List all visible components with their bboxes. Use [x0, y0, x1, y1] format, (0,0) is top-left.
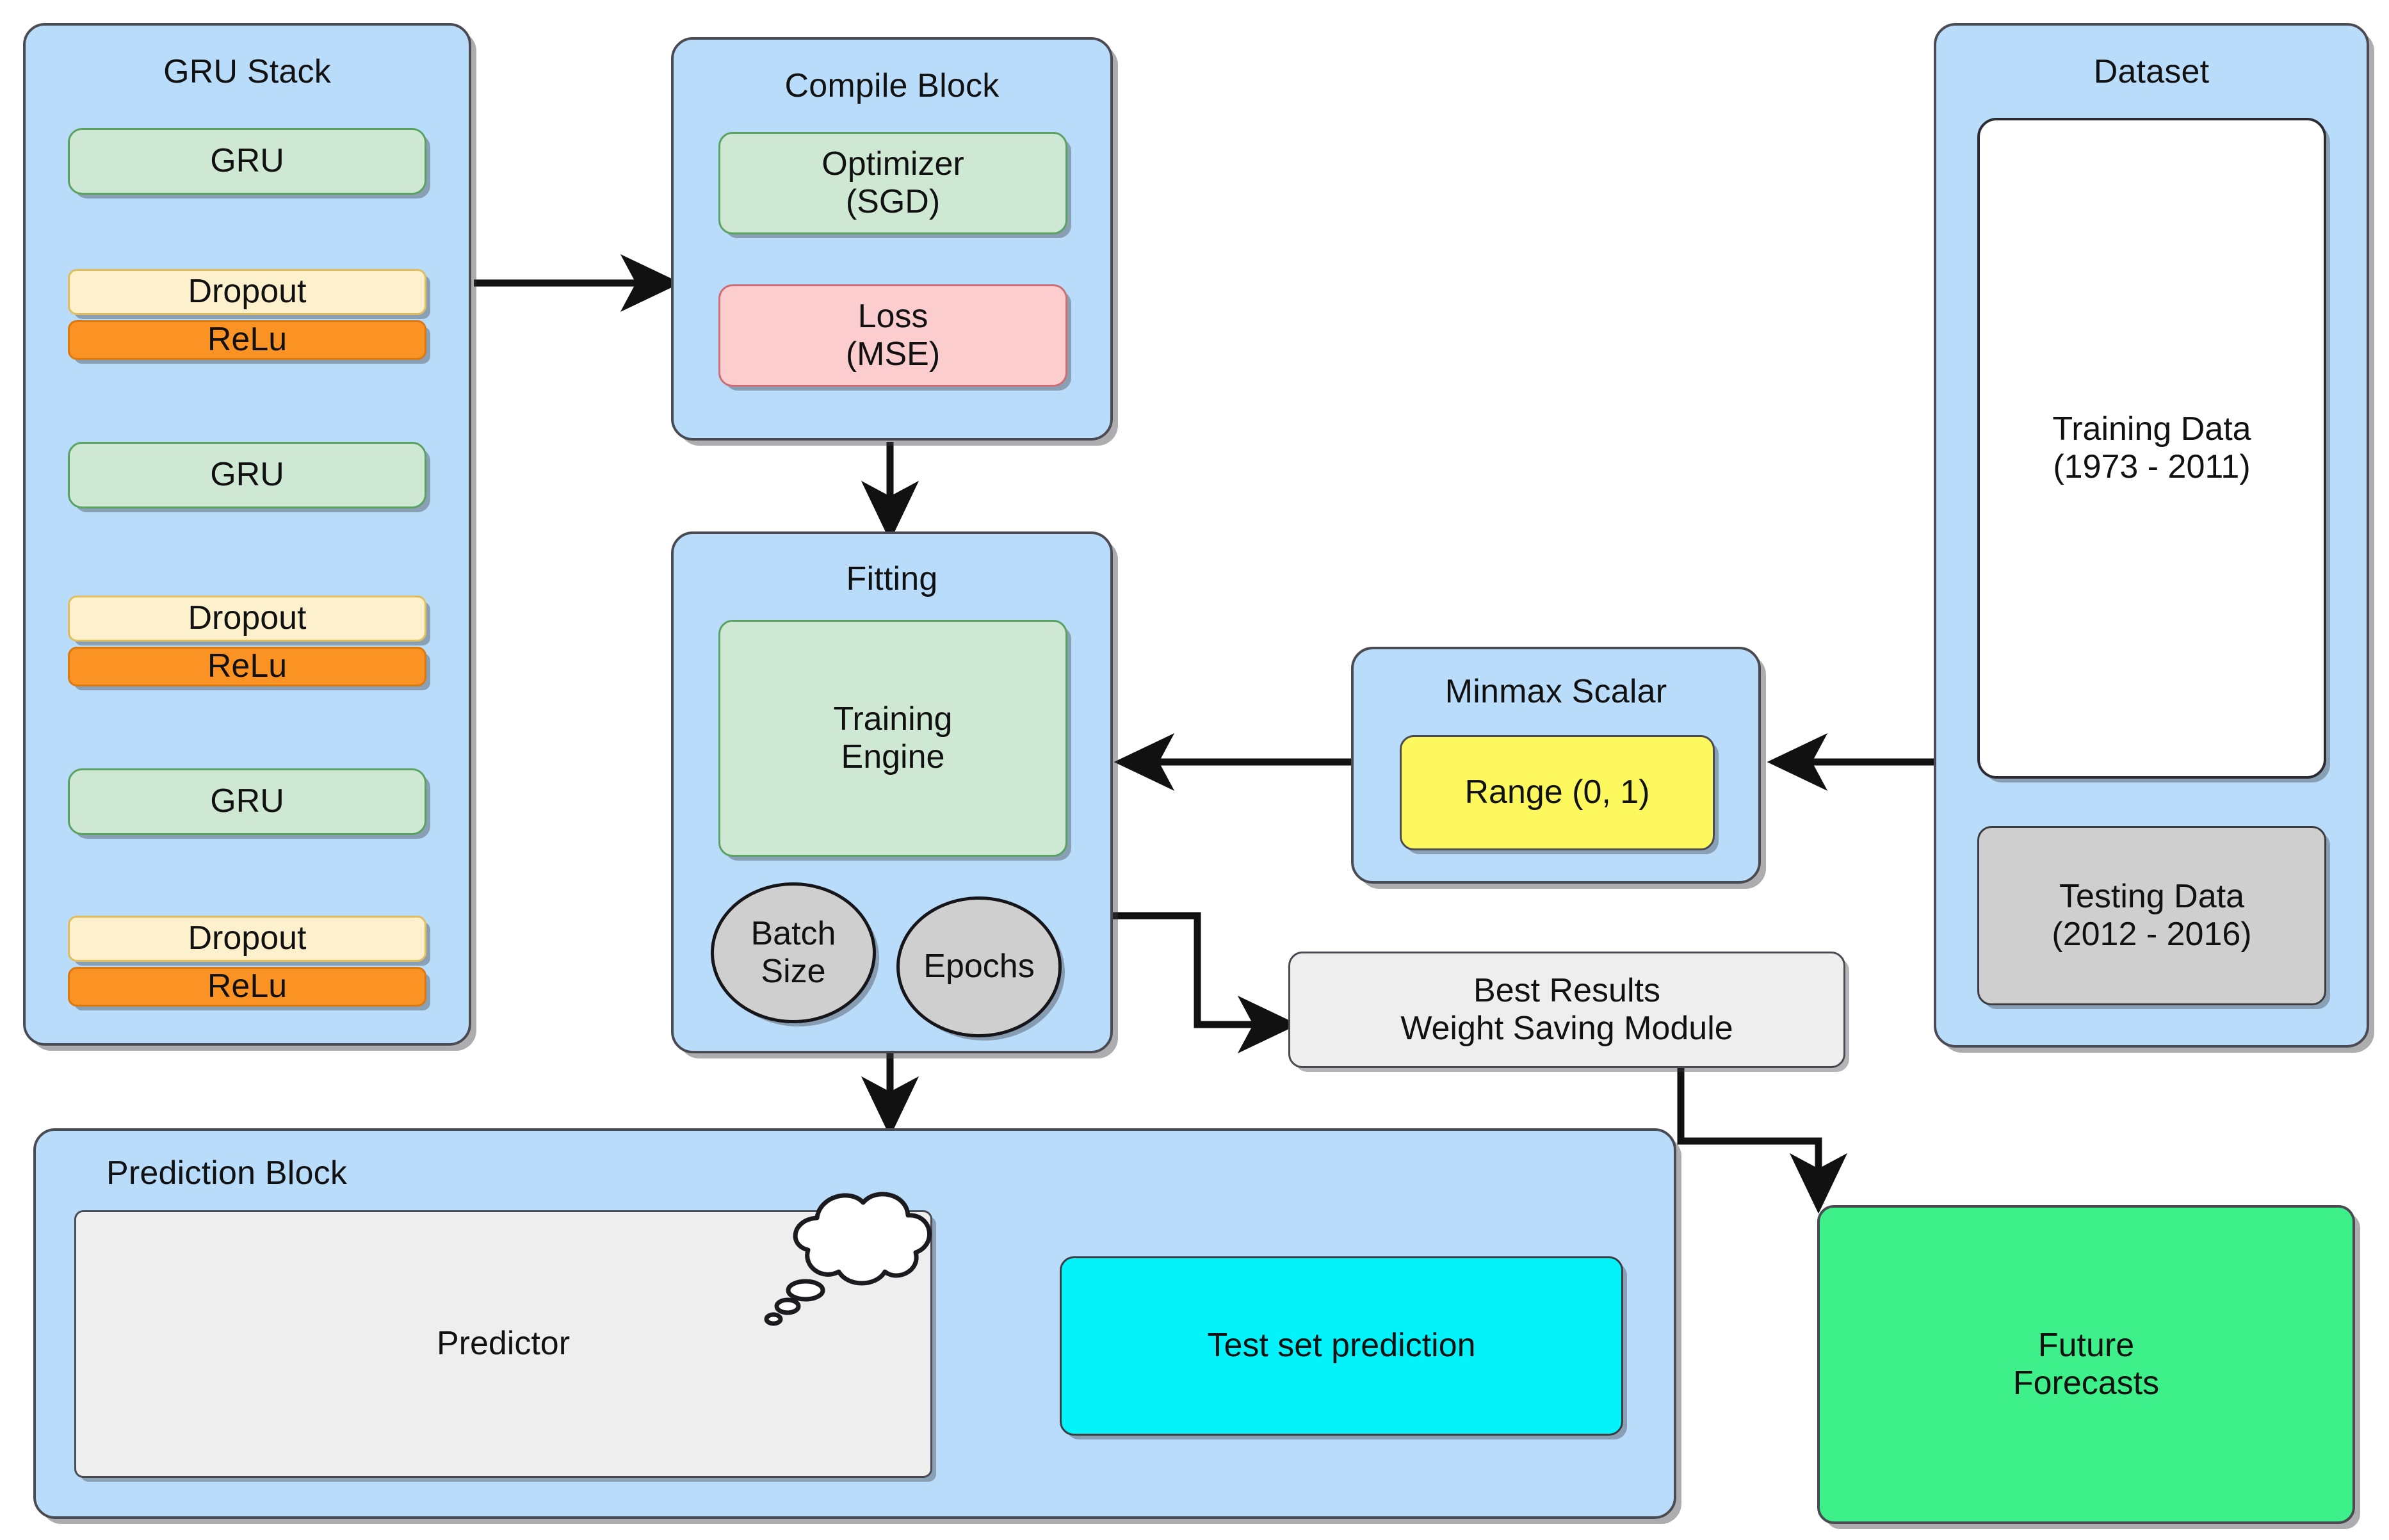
training-data-line-1: Training Data — [2052, 410, 2251, 448]
future-forecasts-line-2: Forecasts — [2012, 1365, 2160, 1402]
prediction-block-title: Prediction Block — [106, 1155, 348, 1192]
dropout-layer-1[interactable]: Dropout — [68, 269, 426, 315]
edge-weightsaving-future — [1677, 1068, 1848, 1214]
batch-size-line-2: Size — [761, 953, 826, 990]
future-forecasts-line-1: Future — [2037, 1326, 2135, 1364]
future-forecasts-box[interactable]: Future Forecasts — [1817, 1205, 2355, 1524]
training-engine-box[interactable]: Training Engine — [718, 620, 1067, 857]
batch-size-line-1: Batch — [750, 914, 836, 952]
gru-layer-1[interactable]: GRU — [68, 128, 426, 195]
optimizer-line-1: Optimizer — [822, 145, 964, 182]
minmax-scalar-title: Minmax Scalar — [1445, 673, 1667, 710]
batch-size-node[interactable]: Batch Size — [711, 882, 876, 1023]
training-engine-line-2: Engine — [841, 738, 945, 775]
compile-block-title: Compile Block — [784, 67, 1000, 104]
testing-data-line-1: Testing Data — [2059, 877, 2245, 915]
optimizer-line-2: (SGD) — [845, 183, 941, 220]
optimizer-box[interactable]: Optimizer (SGD) — [718, 132, 1067, 234]
dropout-layer-2[interactable]: Dropout — [68, 596, 426, 642]
relu-layer-1[interactable]: ReLu — [68, 320, 426, 360]
test-set-prediction-box[interactable]: Test set prediction — [1060, 1256, 1623, 1436]
thought-bubble-icon — [748, 1178, 946, 1370]
testing-data-box[interactable]: Testing Data (2012 - 2016) — [1977, 826, 2326, 1005]
fitting-title: Fitting — [846, 560, 938, 597]
relu-layer-3[interactable]: ReLu — [68, 967, 426, 1007]
training-data-line-2: (1973 - 2011) — [2053, 448, 2251, 485]
relu-layer-2[interactable]: ReLu — [68, 647, 426, 686]
weight-saving-module[interactable]: Best Results Weight Saving Module — [1288, 952, 1845, 1068]
dataset-title: Dataset — [2093, 53, 2210, 90]
weight-saving-line-2: Weight Saving Module — [1400, 1010, 1733, 1047]
training-engine-line-1: Training — [833, 700, 953, 738]
gru-layer-2[interactable]: GRU — [68, 442, 426, 508]
training-data-box[interactable]: Training Data (1973 - 2011) — [1977, 118, 2326, 779]
loss-box[interactable]: Loss (MSE) — [718, 284, 1067, 387]
gru-stack-title: GRU Stack — [163, 53, 331, 90]
epochs-node[interactable]: Epochs — [896, 896, 1062, 1037]
testing-data-line-2: (2012 - 2016) — [2052, 916, 2252, 953]
predictor-box[interactable]: Predictor — [74, 1210, 932, 1478]
range-box[interactable]: Range (0, 1) — [1400, 735, 1715, 850]
loss-line-1: Loss — [857, 297, 928, 335]
dropout-layer-3[interactable]: Dropout — [68, 916, 426, 962]
loss-line-2: (MSE) — [845, 336, 941, 373]
weight-saving-line-1: Best Results — [1473, 971, 1660, 1009]
edge-fitting-weightsaving — [1109, 912, 1299, 1054]
gru-layer-3[interactable]: GRU — [68, 768, 426, 835]
